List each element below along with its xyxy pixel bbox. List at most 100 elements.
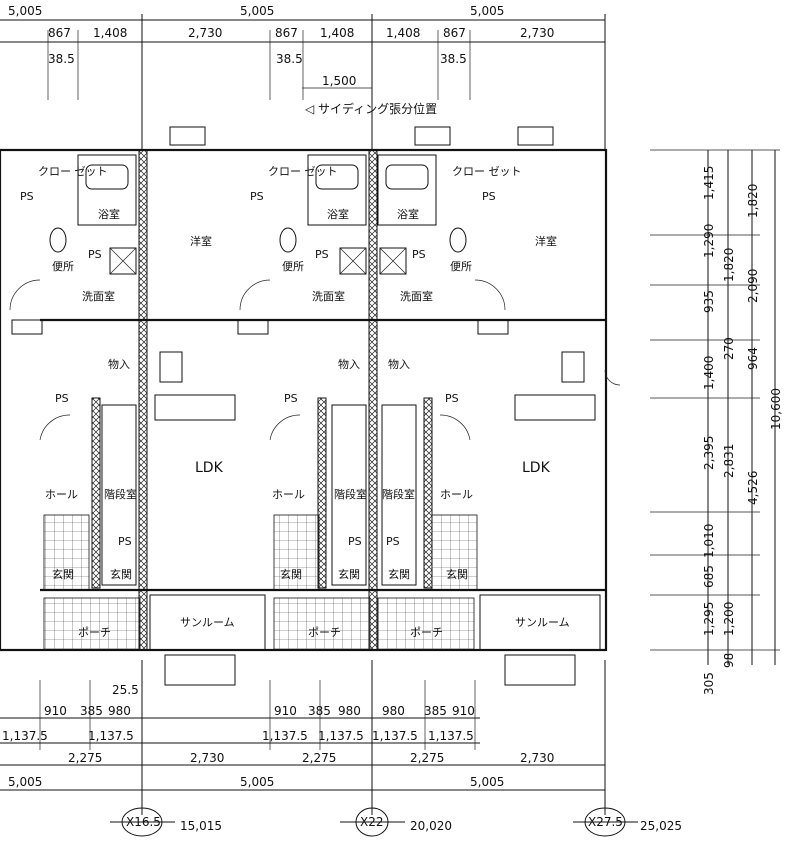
right-dim-texts: 1,415 1,290 935 1,400 2,395 1,010 685 1,… [702, 166, 783, 695]
right-total-dim: 10,600 [769, 388, 783, 430]
bottom-dim-b: 1,137.5 [2, 729, 48, 743]
top-dim-2: 5,005 [240, 4, 274, 18]
top-sub-dim: 2,730 [520, 26, 554, 40]
right-dim: 1,290 [702, 224, 716, 258]
toilet-label: 便所 [282, 260, 304, 273]
entrance-label: 玄関 [52, 567, 74, 581]
right-dim: 4,526 [746, 471, 760, 505]
bath-label: 浴室 [327, 207, 349, 221]
axis-markers [110, 807, 638, 837]
span-1500: 1,500 [322, 74, 356, 88]
bottom-dim-c: 2,275 [68, 751, 102, 765]
right-dim: 270 [722, 337, 736, 360]
ps-label: PS [315, 248, 329, 261]
washroom-label: 洗面室 [400, 289, 433, 303]
right-dim: 1,200 [722, 602, 736, 636]
bottom-dim-a: 980 [108, 704, 131, 718]
entrance-label: 玄関 [280, 567, 302, 581]
hall-label: ホール [45, 488, 78, 501]
bath-label: 浴室 [397, 207, 419, 221]
door-swings [9, 279, 621, 441]
bottom-dim-a: 385 [308, 704, 331, 718]
bottom-dim-b: 1,137.5 [428, 729, 474, 743]
closet-label: クロー ゼット [268, 165, 338, 178]
top-sub-dim: 867 [48, 26, 71, 40]
right-dim: 2,090 [746, 269, 760, 303]
axis-x27-5-value: 25,025 [640, 819, 682, 833]
siding-note: サイディング張分位置 [318, 101, 437, 116]
bottom-dim-c: 2,275 [302, 751, 336, 765]
porch-label: ポーチ [410, 626, 443, 639]
right-dim: 1,010 [702, 524, 716, 558]
bath-label: 浴室 [98, 207, 120, 221]
entrance-label: 玄関 [446, 567, 468, 581]
bottom-dim-a: 980 [382, 704, 405, 718]
top-dimension-lines [0, 14, 606, 150]
ps-label: PS [482, 190, 496, 203]
stairs [91, 397, 433, 589]
note-38-5: 38.5 [48, 52, 75, 66]
left-unit-fixtures [49, 154, 596, 421]
stair-label: 階段室 [334, 487, 367, 501]
hall-label: ホール [272, 488, 305, 501]
top-sub-dim: 2,730 [188, 26, 222, 40]
stair-label: 階段室 [382, 487, 415, 501]
toilet-label: 便所 [450, 260, 472, 273]
axis-x16-5-value: 15,015 [180, 819, 222, 833]
western-room-label: 洋室 [190, 234, 212, 248]
western-room-label: 洋室 [535, 234, 557, 248]
right-dim: 1,400 [702, 356, 716, 390]
stair-label: 階段室 [104, 487, 137, 501]
bottom-dim-c: 2,730 [520, 751, 554, 765]
toilet-label: 便所 [52, 260, 74, 273]
right-dim: 1,295 [702, 602, 716, 636]
ps-label: PS [250, 190, 264, 203]
bottom-dim-b: 1,137.5 [262, 729, 308, 743]
top-dim-1: 5,005 [8, 4, 42, 18]
ldk-label: LDK [522, 460, 551, 476]
siding-note-arrow-icon: ◁ [304, 102, 314, 116]
closet-label: クロー ゼット [38, 165, 108, 178]
ps-label: PS [412, 248, 426, 261]
bottom-dim-d: 5,005 [8, 775, 42, 789]
bottom-dim-a: 910 [452, 704, 475, 718]
right-dim: 1,415 [702, 166, 716, 200]
entrance-label: 玄関 [110, 567, 132, 581]
ps-label: PS [88, 248, 102, 261]
right-dim: 2,395 [702, 436, 716, 470]
bottom-dim-b: 1,137.5 [88, 729, 134, 743]
hall-label: ホール [440, 488, 473, 501]
entrance-porch [43, 514, 601, 686]
bottom-small-dim: 25.5 [112, 683, 139, 697]
right-dim: 1,820 [746, 184, 760, 218]
note-38-5: 38.5 [440, 52, 467, 66]
bottom-dim-c: 2,730 [190, 751, 224, 765]
top-sub-dim: 1,408 [386, 26, 420, 40]
right-dim: 685 [702, 565, 716, 588]
bottom-dim-a: 980 [338, 704, 361, 718]
right-dimension-lines [650, 149, 780, 665]
porch-label: ポーチ [78, 626, 111, 639]
ps-label: PS [20, 190, 34, 203]
top-sub-dim: 1,408 [320, 26, 354, 40]
right-dim: 1,820 [722, 248, 736, 282]
entrance-label: 玄関 [388, 567, 410, 581]
bottom-dim-a: 910 [44, 704, 67, 718]
bottom-dim-d: 5,005 [470, 775, 504, 789]
closet-label: クロー ゼット [452, 165, 522, 178]
axis-x27-5-label: X27.5 [588, 815, 623, 829]
top-sub-dim: 1,408 [93, 26, 127, 40]
ps-label: PS [348, 535, 362, 548]
right-dim: 98 [722, 653, 736, 668]
washroom-label: 洗面室 [312, 289, 345, 303]
ldk-label: LDK [195, 460, 224, 476]
bottom-dim-b: 1,137.5 [372, 729, 418, 743]
bottom-dim-b: 1,137.5 [318, 729, 364, 743]
entrance-label: 玄関 [338, 567, 360, 581]
sunroom-label: サンルーム [180, 616, 235, 629]
ps-label: PS [445, 392, 459, 405]
storage-label: 物入 [388, 357, 410, 371]
porch-label: ポーチ [308, 626, 341, 639]
storage-label: 物入 [108, 357, 130, 371]
